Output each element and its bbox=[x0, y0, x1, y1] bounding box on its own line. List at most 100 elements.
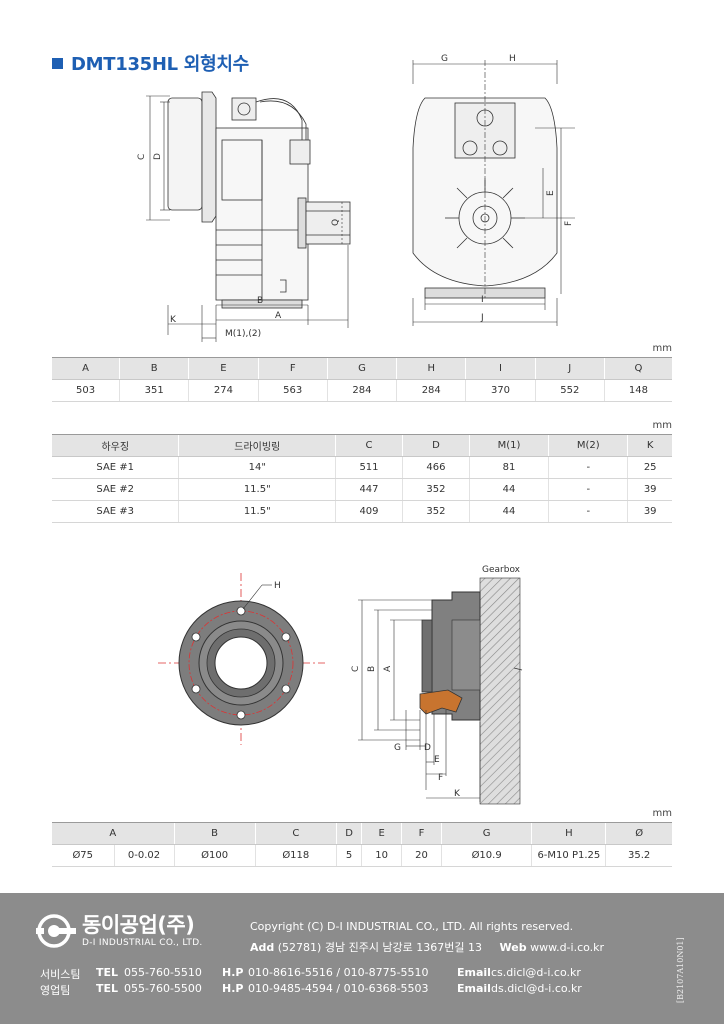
dim-b-label: B bbox=[257, 296, 263, 306]
flange-dim-b-label: B bbox=[367, 666, 377, 672]
table-header-cell: D bbox=[401, 434, 470, 457]
table-header-cell: K bbox=[627, 434, 672, 457]
company-logo: 동이공업(주) D-I INDUSTRIAL CO., LTD. bbox=[36, 913, 203, 949]
dim-f-label: F bbox=[564, 221, 574, 226]
table-cell: 6-M10 P1.25 bbox=[531, 844, 606, 867]
table-header-cell: Q bbox=[603, 357, 672, 380]
table-cell: 370 bbox=[465, 379, 536, 402]
table-header-cell: B bbox=[119, 357, 189, 380]
company-name-en: D-I INDUSTRIAL CO., LTD. bbox=[82, 938, 203, 948]
table-header-cell: A bbox=[52, 822, 174, 845]
sales-tel: 055-760-5500 bbox=[124, 982, 202, 995]
table-cell: - bbox=[548, 500, 628, 523]
table-cell: Ø10.9 bbox=[440, 844, 532, 867]
table-row: SAE #2 11.5" 447 352 44 - 39 bbox=[52, 478, 672, 501]
table2-unit: mm bbox=[652, 420, 672, 431]
table-cell: 39 bbox=[627, 500, 672, 523]
table1-unit: mm bbox=[652, 343, 672, 354]
sales-hp: 010-9485-4594 / 010-6368-5503 bbox=[248, 982, 429, 995]
table-header-cell: G bbox=[326, 357, 397, 380]
table-header-cell: H bbox=[531, 822, 606, 845]
flange-dim-f-label: F bbox=[438, 773, 443, 783]
table-cell: - bbox=[548, 478, 628, 501]
company-logo-icon bbox=[36, 914, 76, 948]
sales-email-label: Email bbox=[457, 982, 491, 995]
table-header-cell: C bbox=[335, 434, 403, 457]
flange-dim-k-label: K bbox=[454, 789, 461, 799]
sales-team-label: 영업팀 bbox=[40, 984, 71, 997]
dimension-table-1: A B E F G H I J Q 503 351 274 563 284 28… bbox=[52, 357, 672, 402]
table-cell: 11.5" bbox=[178, 500, 336, 523]
flange-dim-e-label: E bbox=[434, 755, 440, 765]
table-cell: 11.5" bbox=[178, 478, 336, 501]
gearbox-front-view-drawing: G H E F I J bbox=[412, 54, 575, 326]
table-header-cell: A bbox=[52, 357, 120, 380]
gearbox-side-view-drawing: C D Q B A K M(1),(2) bbox=[137, 91, 351, 342]
table-header-cell: 드라이빙링 bbox=[178, 434, 336, 457]
table-cell: SAE #3 bbox=[52, 500, 179, 523]
table-cell: 35.2 bbox=[605, 844, 672, 867]
table-cell: 5 bbox=[335, 844, 362, 867]
table-row: SAE #1 14" 511 466 81 - 25 bbox=[52, 456, 672, 479]
table-cell: 284 bbox=[326, 379, 397, 402]
dim-k-label: K bbox=[170, 315, 177, 325]
table-header-cell: M(2) bbox=[548, 434, 628, 457]
service-tel-label: TEL bbox=[96, 966, 119, 979]
flange-h-label: H bbox=[274, 581, 281, 591]
table-cell: Ø75 bbox=[52, 844, 114, 867]
table-cell: 14" bbox=[178, 456, 336, 479]
dim-i-label: I bbox=[481, 295, 484, 305]
dim-q-label: Q bbox=[331, 219, 341, 226]
table-cell: 511 bbox=[335, 456, 403, 479]
title-text: DMT135HL 외형치수 bbox=[71, 54, 249, 75]
page-title: DMT135HL 외형치수 bbox=[52, 50, 249, 76]
service-hp: 010-8616-5516 / 010-8775-5510 bbox=[248, 966, 429, 979]
dim-a-label: A bbox=[275, 311, 282, 321]
company-name-kr: 동이공업(주) bbox=[82, 913, 195, 937]
sales-tel-label: TEL bbox=[96, 982, 119, 995]
table-cell: 352 bbox=[401, 500, 470, 523]
dim-m-label: M(1),(2) bbox=[225, 329, 261, 339]
title-bullet bbox=[52, 57, 63, 69]
table-cell: 25 bbox=[627, 456, 672, 479]
table-cell: 10 bbox=[361, 844, 402, 867]
table-cell: 44 bbox=[468, 478, 549, 501]
table-cell: 81 bbox=[468, 456, 549, 479]
flange-dim-g-label: G bbox=[394, 743, 401, 753]
table-header-cell: H bbox=[396, 357, 466, 380]
web-link[interactable]: www.d-i.co.kr bbox=[530, 941, 605, 954]
table-header-cell: E bbox=[361, 822, 402, 845]
table-cell: 351 bbox=[119, 379, 189, 402]
table-row: 503 351 274 563 284 284 370 552 148 bbox=[52, 379, 672, 402]
table-cell: SAE #1 bbox=[52, 456, 179, 479]
table-header-cell: B bbox=[173, 822, 256, 845]
table-header-row: A B E F G H I J Q bbox=[52, 357, 672, 380]
table-cell: 409 bbox=[335, 500, 403, 523]
flange-dim-c-label: C bbox=[351, 666, 361, 672]
table-cell: 0-0.02 bbox=[113, 844, 174, 867]
table-cell: 466 bbox=[401, 456, 470, 479]
table-header-cell: C bbox=[254, 822, 337, 845]
table-row: SAE #3 11.5" 409 352 44 - 39 bbox=[52, 500, 672, 523]
table-header-cell: D bbox=[335, 822, 362, 845]
dimension-table-2: 하우징 드라이빙링 C D M(1) M(2) K SAE #1 14" 511… bbox=[52, 434, 672, 523]
gearbox-label: Gearbox bbox=[482, 565, 521, 575]
service-team-label: 서비스팀 bbox=[40, 968, 81, 981]
dim-j-label: J bbox=[480, 313, 484, 323]
table-header-row: 하우징 드라이빙링 C D M(1) M(2) K bbox=[52, 434, 672, 457]
service-hp-label: H.P bbox=[222, 966, 244, 979]
service-email[interactable]: cs.dicl@d-i.co.kr bbox=[491, 966, 581, 979]
table-cell: 284 bbox=[396, 379, 466, 402]
table-cell: 552 bbox=[534, 379, 605, 402]
address-value: (52781) 경남 진주시 남강로 1367번길 13 bbox=[277, 941, 483, 954]
table-row: Ø75 0-0.02 Ø100 Ø118 5 10 20 Ø10.9 6-M10… bbox=[52, 844, 672, 867]
table-cell: 20 bbox=[401, 844, 442, 867]
sales-email[interactable]: ds.dicl@d-i.co.kr bbox=[491, 982, 582, 995]
flange-dim-a-label: A bbox=[383, 665, 393, 672]
dim-e-label: E bbox=[546, 190, 556, 196]
service-tel: 055-760-5510 bbox=[124, 966, 202, 979]
flange-front-view-drawing: H bbox=[158, 573, 325, 745]
table-header-cell: G bbox=[440, 822, 532, 845]
web-label: Web bbox=[499, 941, 527, 954]
flange-dim-d-label: D bbox=[424, 743, 431, 753]
